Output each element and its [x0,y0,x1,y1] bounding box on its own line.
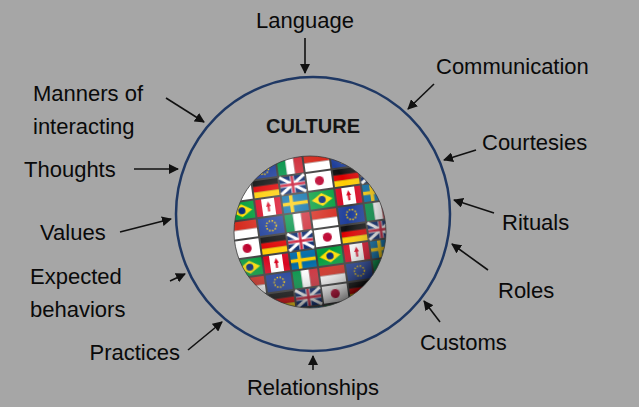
concept-label: Values [40,216,106,249]
leader-arrow [408,84,434,109]
concept-label: Communication [436,50,589,83]
concept-label: Rituals [502,206,569,239]
globe-flags [234,156,386,308]
label-anchor: Language [256,4,354,37]
globe-shading [234,156,386,308]
concept-label: Customs [420,326,507,359]
concept-label: Relationships [247,371,379,404]
leader-arrow [444,150,476,160]
leader-arrow [424,301,440,322]
concept-label: Thoughts [24,153,116,186]
label-anchor: Rituals [502,206,569,239]
leader-arrow [304,38,306,73]
node-title: CULTURE [175,114,451,138]
label-anchor: Thoughts [24,153,116,186]
leader-arrow [170,274,185,281]
label-anchor: Values [40,216,106,249]
label-anchor: Relationships [247,371,379,404]
concept-label: Roles [498,274,554,307]
leader-arrow [166,98,204,122]
leader-arrow [312,356,314,370]
concept-label: Practices [90,336,180,369]
label-anchor: Courtesies [482,126,587,159]
label-anchor: Customs [420,326,507,359]
culture-circle: CULTURE [175,76,451,352]
label-anchor: Expected behaviors [30,260,155,326]
concept-label: Manners of interacting [33,77,168,143]
leader-arrow [452,244,488,270]
label-anchor: Manners of interacting [33,77,168,143]
leader-arrow [188,322,222,350]
concept-label: Expected behaviors [30,260,155,326]
label-anchor: Roles [498,274,554,307]
concept-label: Courtesies [482,126,587,159]
label-anchor: Practices [90,336,180,369]
leader-arrow [454,200,494,213]
globe-rim [234,156,386,308]
concept-label: Language [256,4,354,37]
leader-arrow [134,168,178,170]
circle-border [176,77,450,351]
leader-arrow [120,219,171,232]
label-anchor: Communication [436,50,589,83]
